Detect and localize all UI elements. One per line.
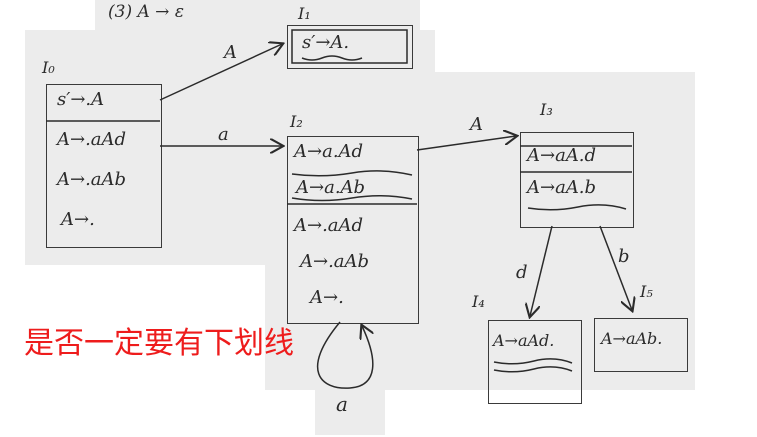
state-box-i5: A→aAb. <box>594 318 688 372</box>
state-label-i4: I₄ <box>472 292 485 311</box>
item-i4-1: A→aAd. <box>493 331 555 350</box>
transition-label-i0-i2: a <box>218 124 229 145</box>
item-i2-1: A→a.Ad <box>294 141 364 162</box>
i2-underline-1 <box>291 170 413 177</box>
i1-underline <box>301 55 363 61</box>
arrow-i0-i1 <box>159 44 282 101</box>
i2-underline-2 <box>291 195 413 202</box>
arrow-i3-i5 <box>599 225 632 310</box>
item-i0-2: A→.aAd <box>57 129 127 150</box>
item-i0-4: A→. <box>61 209 95 230</box>
item-i3-2: A→aA.b <box>527 177 597 198</box>
state-label-i0: I₀ <box>42 58 55 77</box>
state-label-i3: I₃ <box>540 100 553 119</box>
transition-label-i3-i4: d <box>516 262 528 283</box>
transition-label-i0-i1: A <box>224 42 237 63</box>
item-i2-5: A→. <box>310 287 344 308</box>
state-box-i4: A→aAd. <box>488 320 582 404</box>
transition-label-i3-i5: b <box>618 246 630 267</box>
state-box-i1: s′→A. <box>287 25 413 69</box>
i4-underline <box>493 358 573 365</box>
item-i3-1: A→aA.d <box>527 145 597 166</box>
i1-inner-frame <box>291 29 408 64</box>
state-box-i2: A→a.Ad A→a.Ab A→.aAd A→.aAb A→. <box>287 136 419 324</box>
arrow-i2-self-loop <box>317 321 373 389</box>
i4-underline-2 <box>493 366 573 373</box>
item-i2-4: A→.aAb <box>300 251 370 272</box>
question-text: 是否一定要有下划线 <box>24 326 294 361</box>
item-i1-1: s′→A. <box>302 32 350 53</box>
state-box-i0: s′→.A A→.aAd A→.aAb A→. <box>46 84 162 248</box>
item-i2-3: A→.aAd <box>294 215 364 236</box>
item-i0-1: s′→.A <box>57 89 105 110</box>
item-i5-1: A→aAb. <box>601 329 663 348</box>
transition-label-i2-self: a <box>336 392 348 416</box>
paper-sheet-bottom <box>315 385 385 435</box>
transition-label-i2-i3: A <box>470 114 483 135</box>
arrow-i3-i4 <box>530 225 553 316</box>
state-label-i1: I₁ <box>298 4 311 23</box>
arrow-i2-i3 <box>416 136 516 151</box>
state-label-i5: I₅ <box>640 282 653 301</box>
item-i0-3: A→.aAb <box>57 169 127 190</box>
state-box-i3: A→aA.d A→aA.b <box>520 132 634 228</box>
paper-sheet-main <box>265 72 695 390</box>
item-i2-2: A→a.Ab <box>296 177 366 198</box>
header-note: (3) A → ε <box>108 2 184 22</box>
i3-underline <box>527 204 627 211</box>
state-label-i2: I₂ <box>290 112 303 131</box>
